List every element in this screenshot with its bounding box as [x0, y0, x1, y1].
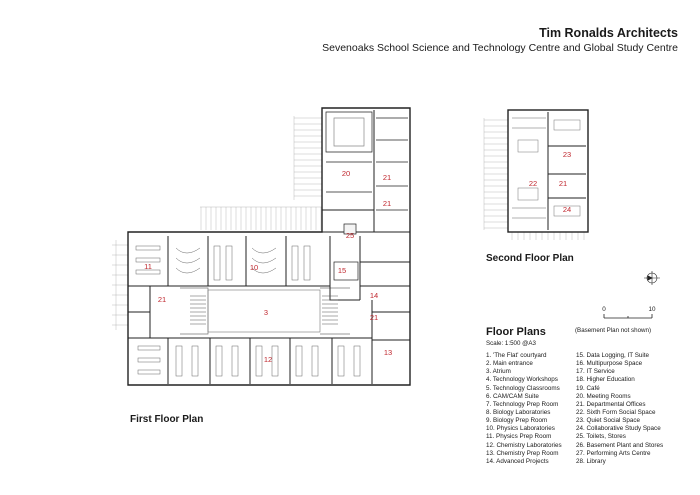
legend-item: 8. Biology Laboratories	[486, 408, 551, 416]
legend-item: 26. Basement Plant and Stores	[576, 441, 664, 449]
legend-item: 12. Chemistry Laboratories	[486, 441, 562, 449]
room-label: 14	[370, 291, 378, 300]
room-label: 10	[250, 263, 258, 272]
legend-item: 28. Library	[576, 457, 606, 465]
north-arrow-icon	[644, 271, 660, 285]
legend-item: 5. Technology Classrooms	[486, 384, 560, 392]
legend-title: Floor Plans	[486, 326, 546, 338]
second-floor-plan	[483, 109, 589, 240]
legend-item: 9. Biology Prep Room	[486, 417, 548, 425]
legend-item: 1. 'The Flat' courtyard	[486, 352, 547, 359]
room-label: 23	[563, 150, 571, 159]
room-label: 21	[158, 295, 166, 304]
firm-name: Tim Ronalds Architects	[539, 26, 678, 40]
legend-item: 19. Café	[576, 384, 600, 392]
legend-item: 15. Data Logging, IT Suite	[576, 352, 650, 359]
legend-item: 22. Sixth Form Social Space	[576, 408, 656, 416]
legend-item: 23. Quiet Social Space	[576, 417, 641, 425]
legend-column-1: 1. 'The Flat' courtyard 2. Main entrance…	[486, 352, 562, 466]
legend-column-2: 15. Data Logging, IT Suite 16. Multipurp…	[576, 352, 663, 466]
room-label: 11	[144, 262, 152, 271]
first-floor-plan	[112, 107, 411, 386]
room-label: 22	[529, 179, 537, 188]
legend-item: 13. Chemistry Prep Room	[486, 449, 559, 457]
second-floor-caption: Second Floor Plan	[486, 253, 574, 264]
legend-item: 25. Toilets, Stores	[576, 433, 626, 441]
legend-item: 16. Multipurpose Space	[576, 360, 643, 368]
project-title: Sevenoaks School Science and Technology …	[322, 42, 678, 54]
room-label: 12	[264, 355, 272, 364]
basement-note: (Basement Plan not shown)	[575, 327, 652, 334]
room-label: 21	[383, 173, 391, 182]
room-label: 21	[383, 199, 391, 208]
room-label: 15	[338, 266, 346, 275]
scale-bar	[603, 314, 653, 319]
legend-item: 10. Physics Laboratories	[486, 425, 555, 433]
legend-item: 11. Physics Prep Room	[486, 433, 552, 441]
room-label: 20	[342, 169, 350, 178]
room-label: 13	[384, 348, 392, 357]
legend-item: 3. Atrium	[486, 368, 511, 376]
legend-item: 27. Performing Arts Centre	[576, 449, 651, 457]
legend-item: 6. CAM/CAM Suite	[486, 392, 539, 400]
room-label: 21	[559, 179, 567, 188]
room-label: 3	[264, 308, 268, 317]
legend-item: 14. Advanced Projects	[486, 457, 549, 465]
first-floor-caption: First Floor Plan	[130, 414, 204, 425]
room-label: 21	[370, 313, 378, 322]
legend-item: 2. Main entrance	[486, 360, 533, 368]
legend-item: 7. Technology Prep Room	[486, 400, 559, 408]
scale-bar-end: 10	[648, 306, 656, 313]
legend-item: 17. IT Service	[576, 368, 615, 376]
legend-item: 24. Collaborative Study Space	[576, 425, 661, 433]
scale-bar-start: 0	[602, 306, 606, 313]
room-label: 24	[563, 205, 571, 214]
room-label: 25	[346, 231, 354, 240]
legend-scale: Scale: 1:500 @A3	[486, 340, 536, 347]
legend-item: 18. Higher Education	[576, 376, 635, 384]
legend-item: 20. Meeting Rooms	[576, 392, 631, 400]
legend-item: 21. Departmental Offices	[576, 400, 646, 408]
legend-item: 4. Technology Workshops	[486, 376, 558, 384]
